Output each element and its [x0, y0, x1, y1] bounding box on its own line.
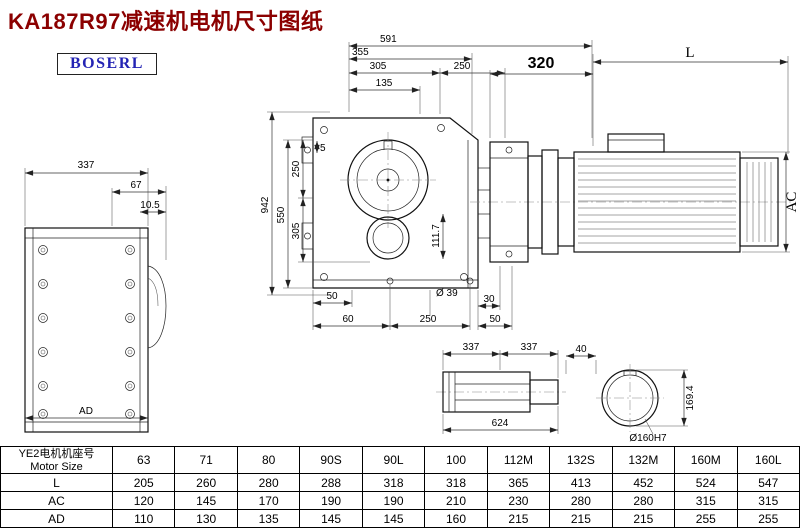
cell: 110 — [111, 509, 176, 528]
side-view: 337 67 10.5 AD — [24, 160, 167, 433]
dim-250-bottom: 250 — [420, 314, 437, 325]
cell: 280 — [236, 473, 301, 492]
size-col-header: 132S — [549, 446, 613, 474]
dim-320: 320 — [528, 55, 555, 72]
dim-250-top: 250 — [454, 61, 471, 72]
dim-111-7: 111.7 — [431, 224, 442, 248]
brand-logo-text: BOSERL — [70, 55, 144, 72]
cell: 145 — [174, 491, 238, 510]
dim-624: 624 — [492, 418, 509, 429]
dim-dia-160H7: Ø160H7 — [629, 433, 667, 444]
size-col-header: 71 — [174, 446, 238, 474]
table-row-AC: AC 120 145 170 190 190 210 230 280 280 3… — [0, 491, 800, 510]
cell: 190 — [299, 491, 363, 510]
dim-40: 40 — [575, 344, 587, 355]
cell: 315 — [736, 491, 800, 510]
table-row-AD: AD 110 130 135 145 145 160 215 215 215 2… — [0, 509, 800, 528]
cell: 280 — [611, 491, 676, 510]
dim-5: 5 — [320, 143, 326, 154]
size-col-header: 90L — [361, 446, 426, 474]
cell: 260 — [174, 473, 238, 492]
dim-169-4: 169.4 — [685, 385, 696, 410]
cell: 135 — [236, 509, 301, 528]
cell: 315 — [674, 491, 738, 510]
dim-AC: AC — [784, 192, 800, 213]
cell: 413 — [549, 473, 613, 492]
row-label: L — [0, 473, 113, 492]
dim-135: 135 — [376, 78, 393, 89]
header-cn: YE2电机机座号 — [18, 447, 95, 460]
size-col-header: 160M — [674, 446, 738, 474]
cell: 318 — [424, 473, 488, 492]
size-col-header: 132M — [611, 446, 676, 474]
cell: 547 — [736, 473, 800, 492]
cell: 288 — [299, 473, 363, 492]
dim-60: 60 — [342, 314, 354, 325]
dim-355: 355 — [352, 47, 369, 58]
bore-view: 40 169.4 Ø160H7 — [565, 344, 696, 444]
page-title: KA187R97减速机电机尺寸图纸 — [8, 9, 324, 34]
motor-size-table: YE2电机机座号 Motor Size 63 71 80 90S 90L 100… — [0, 446, 800, 528]
cell: 230 — [486, 491, 551, 510]
dim-50-right: 50 — [489, 314, 501, 325]
dim-L: L — [685, 45, 694, 61]
cell: 215 — [549, 509, 613, 528]
dim-337-b: 337 — [521, 342, 538, 353]
cell: 524 — [674, 473, 738, 492]
dim-50-bottom: 50 — [326, 291, 338, 302]
cell: 130 — [174, 509, 238, 528]
row-label: AC — [0, 491, 113, 510]
cell: 145 — [361, 509, 426, 528]
dim-942: 942 — [260, 196, 271, 213]
cell: 215 — [486, 509, 551, 528]
cell: 210 — [424, 491, 488, 510]
table-header-row: YE2电机机座号 Motor Size 63 71 80 90S 90L 100… — [0, 446, 800, 474]
shaft-view: 337 337 624 — [436, 342, 566, 434]
size-col-header: 160L — [736, 446, 800, 474]
dim-67: 67 — [130, 180, 142, 191]
cell: 452 — [611, 473, 676, 492]
dim-dia-39: Ø 39 — [436, 288, 458, 299]
dim-250-left: 250 — [291, 160, 302, 177]
dim-AD: AD — [79, 406, 93, 417]
dim-10-5: 10.5 — [140, 200, 160, 211]
dim-305-left: 305 — [291, 222, 302, 239]
cell: 205 — [111, 473, 176, 492]
cell: 365 — [486, 473, 551, 492]
size-col-header: 63 — [111, 446, 176, 474]
dim-591: 591 — [380, 34, 397, 45]
header-en: Motor Size — [30, 460, 83, 473]
cell: 170 — [236, 491, 301, 510]
technical-drawing: 337 67 10.5 AD — [24, 34, 800, 444]
table-row-L: L 205 260 280 288 318 318 365 413 452 52… — [0, 473, 800, 492]
size-col-header: 90S — [299, 446, 363, 474]
cell: 318 — [361, 473, 426, 492]
size-col-header: 80 — [236, 446, 301, 474]
dim-337-side: 337 — [78, 160, 95, 171]
brand-logo: BOSERL — [57, 53, 157, 75]
dim-550: 550 — [276, 206, 287, 223]
cell: 255 — [674, 509, 738, 528]
dim-305-top: 305 — [370, 61, 387, 72]
cell: 255 — [736, 509, 800, 528]
row-label: AD — [0, 509, 113, 528]
size-col-header: 100 — [424, 446, 488, 474]
cell: 120 — [111, 491, 176, 510]
cell: 145 — [299, 509, 363, 528]
motor-size-header-cell: YE2电机机座号 Motor Size — [0, 446, 113, 474]
dim-337-a: 337 — [463, 342, 480, 353]
size-col-header: 112M — [486, 446, 551, 474]
cell: 215 — [611, 509, 676, 528]
motor-view: 320 L AC — [470, 45, 800, 263]
cell: 190 — [361, 491, 426, 510]
cell: 160 — [424, 509, 488, 528]
main-view: 591 355 305 250 135 5 250 305 550 942 11… — [260, 34, 593, 330]
cell: 280 — [549, 491, 613, 510]
dim-30: 30 — [483, 294, 495, 305]
